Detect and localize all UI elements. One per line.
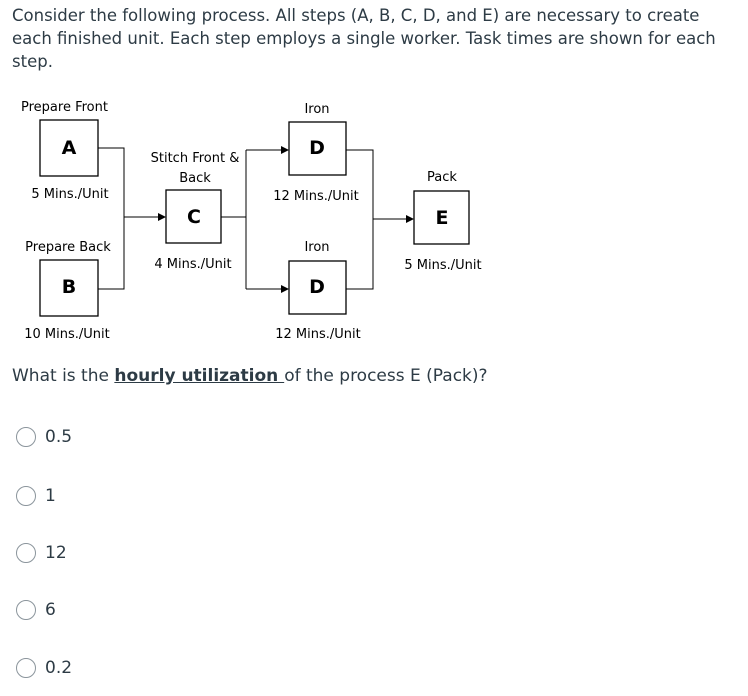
question-before: What is the: [12, 366, 115, 386]
a-time: 5 Mins./Unit: [31, 187, 108, 202]
box-c-label: C: [187, 206, 201, 228]
radio-button[interactable]: [16, 427, 36, 447]
question-after: of the process E (Pack)?: [284, 366, 488, 386]
stitch-label-line1: Stitch Front &: [151, 151, 240, 166]
d-top-time: 12 Mins./Unit: [273, 189, 359, 204]
iron-top-label: Iron: [304, 102, 329, 117]
d-top-to-e-connector: [346, 149, 374, 219]
radio-button[interactable]: [16, 543, 36, 563]
b-time: 10 Mins./Unit: [24, 327, 110, 342]
process-flow-diagram: Prepare Front A 5 Mins./Unit Prepare Bac…: [21, 100, 482, 342]
box-e: [413, 190, 470, 245]
question-text: What is the hourly utilization of the pr…: [12, 366, 488, 386]
box-a-label: A: [62, 137, 77, 159]
option-label: 12: [45, 543, 67, 563]
radio-button[interactable]: [16, 658, 36, 678]
box-d-bottom: [288, 260, 347, 315]
a-to-c-connector: [98, 147, 125, 217]
d-bottom-time: 12 Mins./Unit: [275, 327, 361, 342]
radio-button[interactable]: [16, 600, 36, 620]
stitch-label-line2: Back: [179, 171, 211, 186]
answer-option-6[interactable]: 6: [16, 598, 56, 622]
prepare-front-label: Prepare Front: [21, 100, 108, 115]
question-keyword: hourly utilization: [114, 366, 285, 386]
e-time: 5 Mins./Unit: [404, 258, 481, 273]
box-a: [39, 119, 99, 177]
c-time: 4 Mins./Unit: [154, 257, 231, 272]
iron-bottom-label: Iron: [304, 240, 329, 255]
answer-option-1[interactable]: 1: [16, 484, 56, 508]
option-label: 6: [45, 600, 56, 620]
box-b: [39, 259, 99, 317]
flow-connectors: [98, 146, 414, 293]
d-bottom-to-e-connector: [346, 219, 374, 290]
option-label: 1: [45, 486, 56, 506]
option-label: 0.5: [45, 427, 73, 447]
answer-option-0.5[interactable]: 0.5: [16, 425, 72, 449]
prepare-back-label: Prepare Back: [25, 240, 111, 255]
box-e-label: E: [436, 207, 449, 229]
question-intro: Consider the following process. All step…: [12, 6, 716, 71]
answer-option-12[interactable]: 12: [16, 541, 67, 565]
b-to-c-connector: [98, 217, 125, 290]
answer-option-0.2[interactable]: 0.2: [16, 656, 72, 680]
box-d-top: [288, 121, 347, 176]
box-d-bottom-label: D: [309, 276, 325, 298]
option-label: 0.2: [45, 658, 73, 678]
box-d-top-label: D: [309, 137, 325, 159]
radio-button[interactable]: [16, 486, 36, 506]
pack-label: Pack: [427, 170, 457, 185]
box-b-label: B: [62, 276, 76, 298]
box-c: [165, 189, 222, 244]
